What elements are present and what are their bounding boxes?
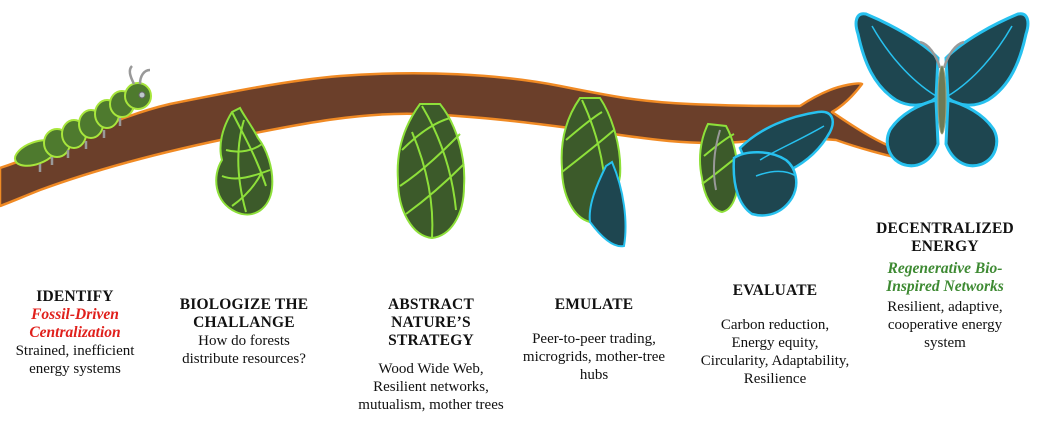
stage-identify: IDENTIFY Fossil-Driven Centralization St… xyxy=(0,288,150,378)
chrysalis-icon xyxy=(396,103,466,240)
stage-abstract: ABSTRACT NATURE’S STRATEGY Wood Wide Web… xyxy=(352,296,510,414)
stage-heading: IDENTIFY xyxy=(36,288,114,305)
stage-evaluate: EVALUATE Carbon reduction, Energy equity… xyxy=(700,282,850,388)
stage-emulate: EMULATE Peer-to-peer trading, microgrids… xyxy=(516,296,672,384)
stage-subtitle: Regenerative Bio-Inspired Networks xyxy=(886,260,1004,295)
stage-heading: EVALUATE xyxy=(732,282,818,299)
chrysalis-icon xyxy=(699,122,740,214)
stage-description: Strained, inefficient energy systems xyxy=(15,343,135,377)
stage-description: Resilient, adaptive, cooperative energy … xyxy=(887,299,1003,351)
stage-description: Peer-to-peer trading, microgrids, mother… xyxy=(522,331,666,383)
butterfly-icon xyxy=(854,12,1030,168)
stage-description: Carbon reduction, Energy equity, Circula… xyxy=(700,317,850,387)
branch xyxy=(0,72,916,208)
stage-decentralized: DECENTRALIZED ENERGY Regenerative Bio-In… xyxy=(870,220,1020,352)
stage-description: How do forests distribute resources? xyxy=(182,333,306,367)
stage-subtitle: Fossil-Driven Centralization xyxy=(29,306,121,341)
caterpillar-icon xyxy=(13,65,152,172)
stage-heading: DECENTRALIZED ENERGY xyxy=(876,220,1014,255)
chrysalis-icon xyxy=(215,106,274,216)
stage-heading: EMULATE xyxy=(554,296,634,313)
stage-heading: BIOLOGIZE THE CHALLANGE xyxy=(179,296,309,331)
chrysalis-icon xyxy=(560,97,627,248)
stage-heading: ABSTRACT NATURE’S STRATEGY xyxy=(387,296,474,349)
stage-biologize: BIOLOGIZE THE CHALLANGE How do forests d… xyxy=(172,296,316,368)
stage-description: Wood Wide Web, Resilient networks, mutua… xyxy=(358,361,504,413)
butterfly-icon xyxy=(732,110,834,217)
